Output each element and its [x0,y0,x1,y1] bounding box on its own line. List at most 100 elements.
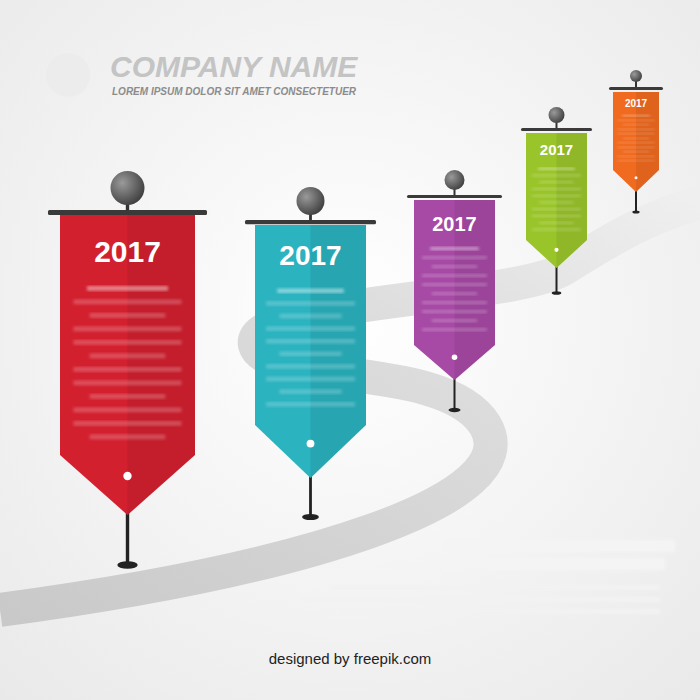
blurred-text [300,597,660,602]
blurred-text [277,289,344,293]
blurred-text [622,115,650,117]
year-label: 2017 [60,235,195,268]
blurred-text [532,208,581,210]
knob [445,170,465,190]
blurred-text [532,228,581,230]
blurred-text [422,301,487,304]
banner-dot [635,176,638,179]
blurred-text [266,402,355,406]
blurred-text [430,247,479,250]
blurred-text [74,421,182,426]
blurred-text [432,319,477,322]
blurred-text [432,292,477,295]
blurred-text [279,352,341,356]
banner-fill [613,92,659,192]
blurred-text [539,222,573,224]
banner-rod [609,87,663,90]
blurred-text [618,142,655,144]
blurred-text [538,168,575,170]
banner-fill [414,200,495,380]
blurred-text [90,394,166,399]
blurred-text [266,326,355,330]
timeline-banner: 2017 [255,225,366,478]
company-title: COMPANY NAME [110,52,357,82]
banner-rod [245,220,376,224]
banner-dot [554,248,558,252]
banner-rod [521,128,592,131]
timeline-banner: 2017 [526,133,587,268]
blurred-text [90,354,166,359]
blurred-text [74,300,182,305]
banner-dot [123,472,131,480]
blurred-text [422,283,487,286]
timeline-banner: 2017 [613,92,659,192]
banner-dot [452,354,458,360]
blurred-text [422,256,487,259]
blurred-text [532,215,581,217]
year-label: 2017 [414,213,495,235]
blurred-text [90,313,166,318]
blurred-text [422,310,487,313]
banner-fill [255,225,366,478]
blurred-text [422,274,487,277]
blurred-text [74,367,182,372]
blurred-text [618,156,655,158]
blurred-heading [445,540,675,552]
credit-watermark: designed by freepik.com [0,650,700,668]
knob [549,107,565,123]
blurred-text [74,381,182,386]
blurred-text [618,133,655,135]
pole [556,264,558,293]
knob [297,187,325,215]
blurred-text [266,364,355,368]
blurred-text [432,265,477,268]
blurred-text [266,301,355,305]
blurred-text [74,327,182,332]
year-label: 2017 [526,142,587,159]
blurred-text [279,314,341,318]
banner-dot [307,440,315,448]
blurred-text [279,389,341,393]
blurred-text [532,188,581,190]
blurred-text [623,124,649,126]
banner-rod [407,195,502,198]
blurred-text [90,435,166,440]
blurred-text [422,328,487,331]
knob [630,70,642,82]
pole [454,376,456,410]
banner-poles [48,70,663,569]
blurred-text [340,609,660,614]
year-label: 2017 [613,98,659,109]
company-subtitle: LOREM IPSUM DOLOR SIT AMET CONSECTETUER [112,86,356,98]
blurred-text [74,408,182,413]
pole [309,474,312,517]
knob [111,171,145,205]
banner-fill [526,133,587,268]
banner-fill [60,215,195,515]
blurred-text [623,151,649,153]
blurred-text [266,377,355,381]
blurred-text [539,201,573,203]
timeline-banner: 2017 [60,215,195,515]
logo-mark [46,53,90,97]
banner-rod [48,210,207,215]
blurred-text [266,339,355,343]
blurred-text [532,174,581,176]
blurred-text [618,129,655,131]
year-label: 2017 [255,241,366,272]
road [0,203,700,610]
blurred-text [623,138,649,140]
blurred-text [87,286,168,291]
blurred-text [618,160,655,162]
blurred-text [539,181,573,183]
blurred-text [618,120,655,122]
pole [126,511,129,565]
timeline-banner: 2017 [414,200,495,380]
blurred-text [532,195,581,197]
blurred-text [330,585,660,590]
blurred-text [74,340,182,345]
blurred-text [618,147,655,149]
blurred-heading [445,558,665,570]
